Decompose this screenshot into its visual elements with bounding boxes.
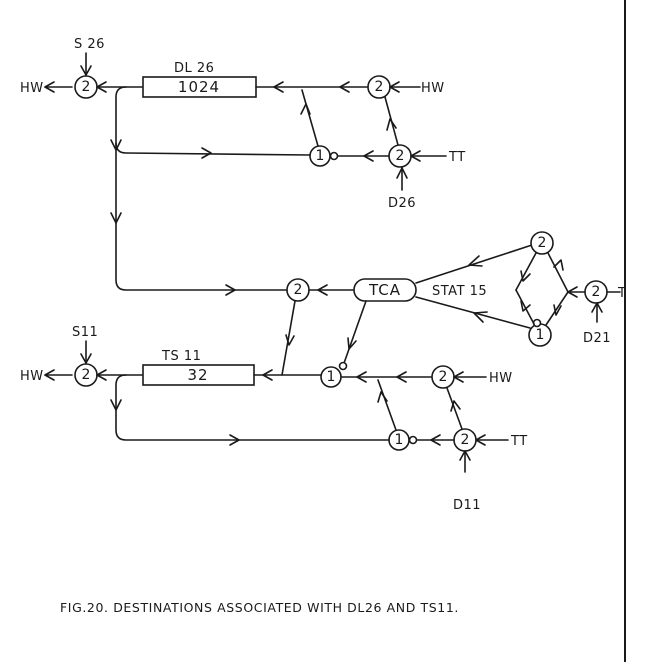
arrowhead [96, 369, 107, 381]
bottom-d11-label: D11 [453, 498, 481, 513]
bottom-tt-input-label: TT [510, 434, 528, 449]
mid-stat-top-node-label: 2 [538, 235, 547, 251]
top-s26-label: S 26 [74, 37, 105, 52]
mid-diamond-line [515, 289, 535, 325]
mid-d21-label: D21 [583, 331, 611, 346]
arrowhead [386, 118, 397, 131]
arrowhead [96, 81, 107, 93]
top-hw-input-label: HW [421, 81, 445, 96]
arrowhead [44, 81, 55, 93]
bottom-merge-node-b-label: 1 [395, 432, 404, 448]
arrowhead [520, 300, 531, 312]
top-tt-node-label: 2 [396, 148, 405, 164]
bottom-hw-tt-link [446, 387, 463, 430]
bottom-merge-node-a-label: 1 [327, 369, 336, 385]
bottom-tt-node-label: 2 [461, 432, 470, 448]
mid-diamond-line [545, 291, 569, 326]
arrowhead [110, 139, 122, 151]
arrowhead [396, 371, 407, 383]
arrowhead [201, 147, 212, 159]
top-merge-node-label: 1 [316, 148, 325, 164]
arrowhead [356, 371, 367, 383]
top-output-node-label: 2 [82, 79, 91, 95]
bottom-merge-up-link [377, 379, 397, 431]
mid-down-link [281, 300, 296, 376]
arrowhead [553, 259, 564, 271]
arrowhead [396, 167, 408, 179]
bottom-s11-label: S11 [72, 325, 98, 340]
arrowhead [80, 65, 92, 76]
mid-stat-label: STAT 15 [432, 284, 487, 299]
arrowhead [347, 337, 357, 350]
arrowhead [285, 334, 295, 346]
top-box-value: 1024 [178, 78, 220, 96]
figure-caption: FIG.20. DESTINATIONS ASSOCIATED WITH DL2… [60, 600, 459, 615]
top-box-title: DL 26 [174, 61, 214, 76]
arrowhead [410, 150, 421, 162]
arrowhead [339, 81, 350, 93]
bottom-hw-node-label: 2 [439, 369, 448, 385]
mid-top-to-tca-line [415, 244, 533, 284]
bottom-merge-node-a-port [338, 361, 348, 371]
top-trunk-line [115, 86, 288, 291]
arrowhead [44, 369, 55, 381]
arrowhead [567, 286, 578, 298]
arrowhead [225, 284, 236, 296]
arrowhead [300, 103, 311, 115]
arrowhead [459, 450, 471, 461]
top-d26-label: D26 [388, 196, 416, 211]
top-hw-node-label: 2 [375, 79, 384, 95]
arrowhead [468, 255, 483, 267]
mid-right-partial-label: T [617, 286, 626, 301]
mid-tca-label: TCA [368, 281, 401, 299]
mid-stat-bottom-node-label: 1 [536, 327, 545, 343]
mid-tca-capsule [353, 278, 417, 302]
arrowhead [553, 304, 562, 316]
top-merge-up-link [301, 89, 319, 147]
arrowhead [377, 391, 388, 403]
arrowhead [475, 434, 486, 446]
bottom-merge-node-b-port [408, 435, 418, 445]
mid-input-node-label: 2 [294, 282, 303, 298]
mid-stat-bottom-port [532, 318, 542, 328]
page-edge-line [624, 0, 626, 662]
arrowhead [389, 81, 400, 93]
arrowhead [262, 369, 273, 381]
arrowhead [430, 434, 441, 446]
top-branch-line [115, 142, 311, 156]
mid-diamond-line [515, 252, 537, 291]
arrowhead [473, 311, 488, 323]
mid-tca-down-link [342, 300, 367, 367]
bottom-box-value: 32 [187, 366, 208, 384]
bottom-output-node-label: 2 [82, 367, 91, 383]
bottom-hw-input-label: HW [489, 371, 513, 386]
mid-bottom-to-tca-line [415, 296, 531, 329]
arrowhead [591, 302, 603, 313]
arrowhead [317, 284, 328, 296]
arrowhead [80, 353, 92, 364]
arrowhead [520, 270, 531, 282]
arrowhead [229, 434, 240, 446]
bottom-hw-output-label: HW [20, 369, 44, 384]
arrowhead [453, 371, 464, 383]
arrowhead [363, 150, 374, 162]
mid-right-node-label: 2 [592, 284, 601, 300]
bottom-box-title: TS 11 [161, 349, 201, 364]
arrowhead [450, 400, 461, 412]
arrowhead [110, 399, 122, 411]
top-merge-node-port [329, 151, 339, 161]
top-tt-input-label: TT [448, 150, 466, 165]
arrowhead [273, 81, 284, 93]
top-hw-output-label: HW [20, 81, 44, 96]
bottom-trunk-line [115, 374, 390, 441]
arrowhead [110, 212, 122, 224]
mid-diamond-line [547, 252, 569, 293]
mid-stat-top-node [530, 231, 554, 255]
